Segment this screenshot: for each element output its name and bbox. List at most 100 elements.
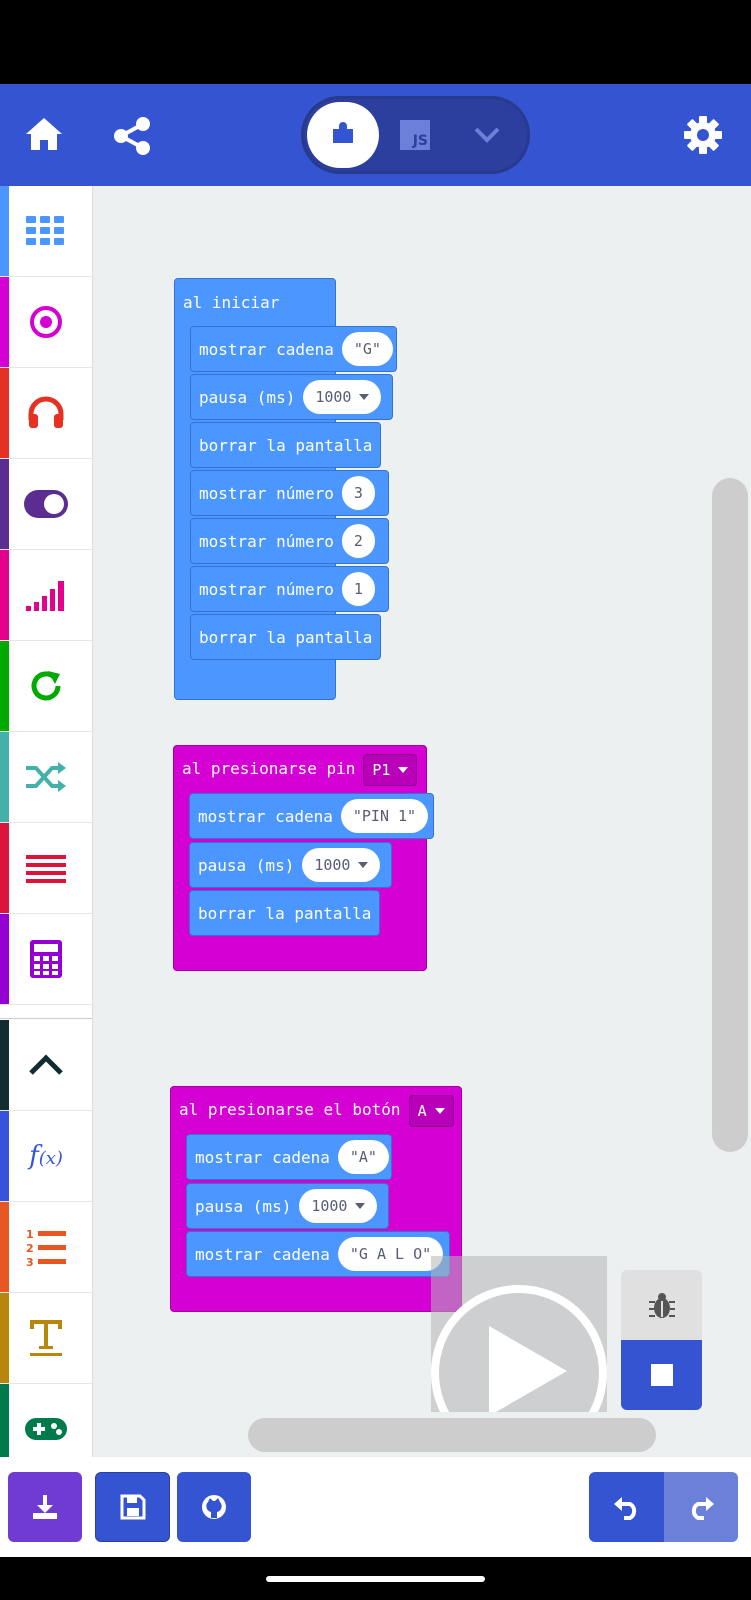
chevron-up-icon (29, 1054, 63, 1075)
string-input[interactable]: "A" (337, 1140, 389, 1174)
on-pin-label: al presionarse pin (182, 759, 356, 778)
gear-icon[interactable] (680, 112, 726, 158)
toggle-icon (24, 490, 68, 518)
horizontal-scrollbar[interactable] (248, 1418, 656, 1452)
gamepad-icon (25, 1418, 67, 1440)
grid-icon (26, 216, 64, 245)
block-label: mostrar número (199, 579, 334, 599)
number-input[interactable]: 2 (341, 524, 375, 558)
download-button[interactable] (8, 1472, 82, 1542)
pause-block[interactable]: pausa (ms) 1000 (186, 1183, 389, 1229)
pause-dropdown[interactable]: 1000 (299, 1189, 378, 1223)
number-input[interactable]: 1 (341, 572, 375, 606)
vertical-scrollbar[interactable] (712, 478, 748, 1152)
category-led[interactable] (0, 459, 92, 550)
pin-dropdown[interactable]: P1 (363, 754, 418, 786)
on-button-label: al presionarse el botón (179, 1100, 401, 1119)
bug-icon (648, 1293, 675, 1318)
show-string-block[interactable]: mostrar cadena "G A L O" (186, 1231, 450, 1277)
category-basic[interactable] (0, 186, 92, 277)
puzzle-icon (330, 120, 356, 150)
function-icon: f(x) (29, 1141, 63, 1171)
clear-screen-block[interactable]: borrar la pantalla (190, 422, 381, 468)
show-string-block[interactable]: mostrar cadena "A" (186, 1134, 392, 1180)
loop-icon (31, 671, 61, 701)
block-label: pausa (ms) (198, 855, 295, 875)
category-math[interactable] (0, 914, 92, 1005)
javascript-tab[interactable]: JS (379, 102, 451, 168)
show-number-block[interactable]: mostrar número 3 (190, 470, 389, 516)
svg-text:3: 3 (26, 1256, 34, 1266)
show-string-block[interactable]: mostrar cadena "G" (190, 326, 397, 372)
category-logic[interactable] (0, 732, 92, 823)
save-button[interactable] (95, 1472, 170, 1542)
blocks-tab[interactable] (307, 102, 379, 168)
caret-down-icon (398, 767, 409, 773)
number-input[interactable]: 3 (341, 476, 375, 510)
block-label: mostrar cadena (195, 1244, 330, 1264)
clear-screen-block[interactable]: borrar la pantalla (189, 890, 380, 936)
caret-down-icon (434, 1108, 445, 1114)
calculator-icon (30, 940, 62, 978)
block-label: mostrar cadena (198, 806, 333, 826)
download-icon (33, 1495, 57, 1519)
caret-down-icon (359, 394, 370, 400)
category-loops[interactable] (0, 641, 92, 732)
list-icon: 123 (26, 1228, 66, 1266)
clear-screen-block[interactable]: borrar la pantalla (190, 614, 381, 660)
block-label: borrar la pantalla (199, 435, 373, 455)
stop-button[interactable] (621, 1340, 702, 1410)
play-icon[interactable] (431, 1256, 607, 1412)
undo-icon (613, 1497, 636, 1520)
block-label: borrar la pantalla (198, 903, 372, 923)
pause-dropdown[interactable]: 1000 (303, 380, 382, 414)
category-radio[interactable] (0, 550, 92, 641)
lines-icon (26, 855, 66, 883)
svg-text:1: 1 (26, 1228, 34, 1241)
category-functions[interactable]: f(x) (0, 1111, 92, 1202)
undo-button[interactable] (589, 1472, 664, 1542)
category-music[interactable] (0, 368, 92, 459)
pause-value: 1000 (315, 388, 352, 406)
category-text[interactable] (0, 1293, 92, 1384)
block-label: pausa (ms) (199, 387, 296, 407)
pin-value: P1 (372, 761, 391, 779)
pause-block[interactable]: pausa (ms) 1000 (190, 374, 393, 420)
block-label: mostrar número (199, 531, 334, 551)
button-value: A (417, 1102, 427, 1120)
headphones-icon (28, 396, 64, 428)
show-number-block[interactable]: mostrar número 1 (190, 566, 389, 612)
signal-icon (26, 581, 64, 611)
pause-block[interactable]: pausa (ms) 1000 (189, 842, 392, 888)
block-label: mostrar número (199, 483, 334, 503)
editor-toggle: JS (301, 96, 530, 174)
simulator-panel (431, 1256, 607, 1412)
status-bar (0, 0, 751, 84)
redo-button[interactable] (664, 1472, 738, 1542)
string-input[interactable]: "G A L O" (337, 1237, 444, 1271)
home-icon[interactable] (22, 112, 66, 156)
button-dropdown[interactable]: A (408, 1095, 454, 1127)
target-icon (30, 306, 62, 338)
category-advanced[interactable] (0, 1020, 92, 1111)
github-button[interactable] (177, 1472, 251, 1542)
home-indicator[interactable] (266, 1576, 485, 1582)
pause-dropdown[interactable]: 1000 (302, 848, 381, 882)
on-start-label: al iniciar (183, 293, 280, 312)
chevron-down-icon (474, 127, 500, 143)
caret-down-icon (355, 1203, 366, 1209)
category-variables[interactable] (0, 823, 92, 914)
string-input[interactable]: "G" (341, 332, 393, 366)
language-dropdown[interactable] (451, 102, 523, 168)
category-input[interactable] (0, 277, 92, 368)
string-input[interactable]: "PIN 1" (340, 799, 429, 833)
share-icon[interactable] (110, 114, 154, 158)
shuffle-icon (26, 762, 66, 792)
show-string-block[interactable]: mostrar cadena "PIN 1" (189, 793, 434, 839)
text-icon (30, 1320, 62, 1356)
category-game[interactable] (0, 1384, 92, 1457)
debug-button[interactable] (621, 1270, 702, 1340)
show-number-block[interactable]: mostrar número 2 (190, 518, 389, 564)
